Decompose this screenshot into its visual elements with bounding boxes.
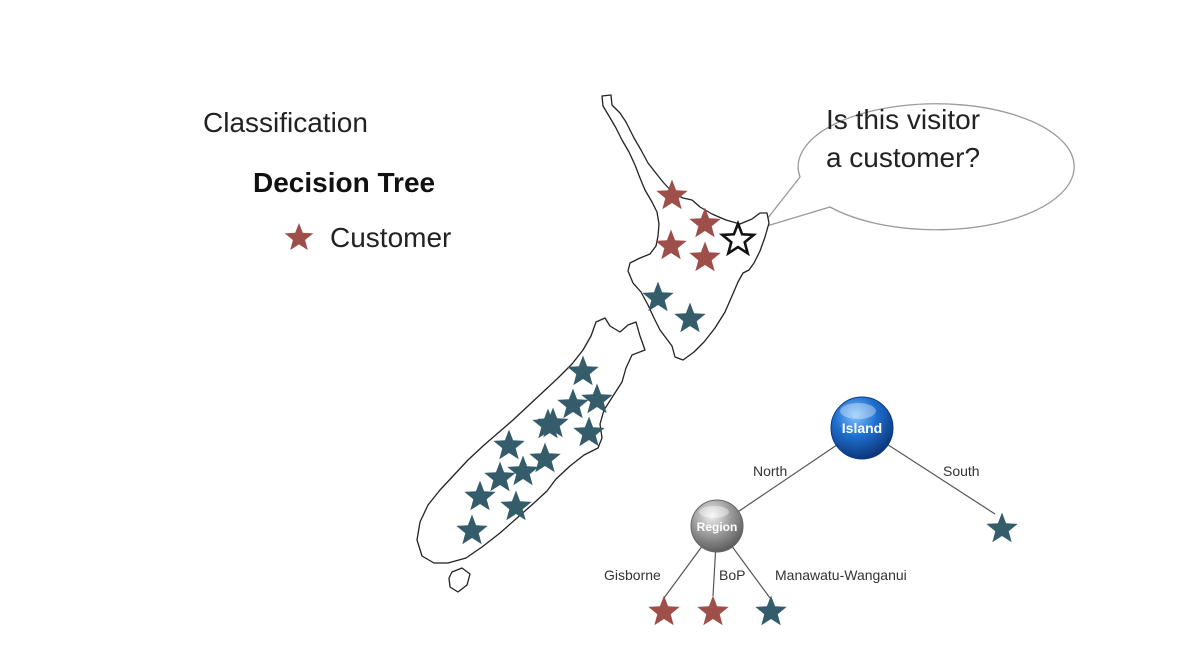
speech-bubble-line-1: Is this visitor	[825, 104, 981, 135]
stewart-island-outline	[448, 567, 471, 593]
leaf-star-south	[986, 512, 1018, 543]
non-customer-star-marker	[567, 355, 599, 386]
legend-label: Customer	[330, 222, 452, 253]
speech-bubble	[758, 103, 1075, 231]
non-customer-star-marker	[484, 461, 516, 492]
edge-label-south: South	[943, 463, 980, 479]
customer-star-marker	[689, 207, 721, 238]
non-customer-star-marker	[557, 388, 589, 419]
slide-heading: Classification	[203, 107, 368, 138]
edge-label-manawatu: Manawatu-Wanganui	[775, 567, 907, 583]
tree-leaves	[648, 512, 1018, 626]
non-customer-star-marker	[493, 429, 525, 460]
non-customer-star-marker	[507, 455, 539, 486]
non-customer-star-marker	[532, 408, 564, 439]
node-label-island: Island	[842, 420, 882, 436]
non-customer-star-marker	[456, 514, 488, 545]
south-island-outline	[416, 317, 646, 564]
leaf-star-bop	[697, 595, 729, 626]
unknown-visitor-star	[718, 219, 758, 257]
edge-label-bop: BoP	[719, 567, 745, 583]
non-customer-star-marker	[500, 490, 532, 521]
map-markers	[456, 179, 758, 545]
node-label-region: Region	[697, 520, 738, 534]
tree-node-island: Island	[830, 396, 894, 460]
non-customer-star-marker	[529, 442, 561, 473]
slide-subheading: Decision Tree	[253, 167, 436, 198]
customer-star-marker	[689, 241, 721, 272]
non-customer-star-marker	[573, 416, 605, 447]
edge-label-gisborne: Gisborne	[604, 567, 661, 583]
tree-node-region: Region	[690, 499, 744, 553]
non-customer-star-marker	[464, 480, 496, 511]
customer-star-marker	[656, 179, 688, 210]
customer-star-marker	[655, 229, 687, 260]
non-customer-star-marker	[674, 302, 706, 333]
legend-star-icon	[284, 223, 314, 251]
decision-tree: North South Gisborne BoP Manawatu-Wangan…	[604, 396, 1018, 626]
edge-label-north: North	[753, 463, 787, 479]
leaf-star-manawatu	[755, 595, 787, 626]
leaf-star-gisborne	[648, 595, 680, 626]
non-customer-star-marker	[581, 383, 613, 414]
speech-bubble-text: Is this visitor a customer?	[790, 101, 1016, 177]
non-customer-star-marker	[642, 281, 674, 312]
speech-bubble-line-2: a customer?	[825, 142, 981, 173]
legend: Customer	[282, 222, 451, 254]
